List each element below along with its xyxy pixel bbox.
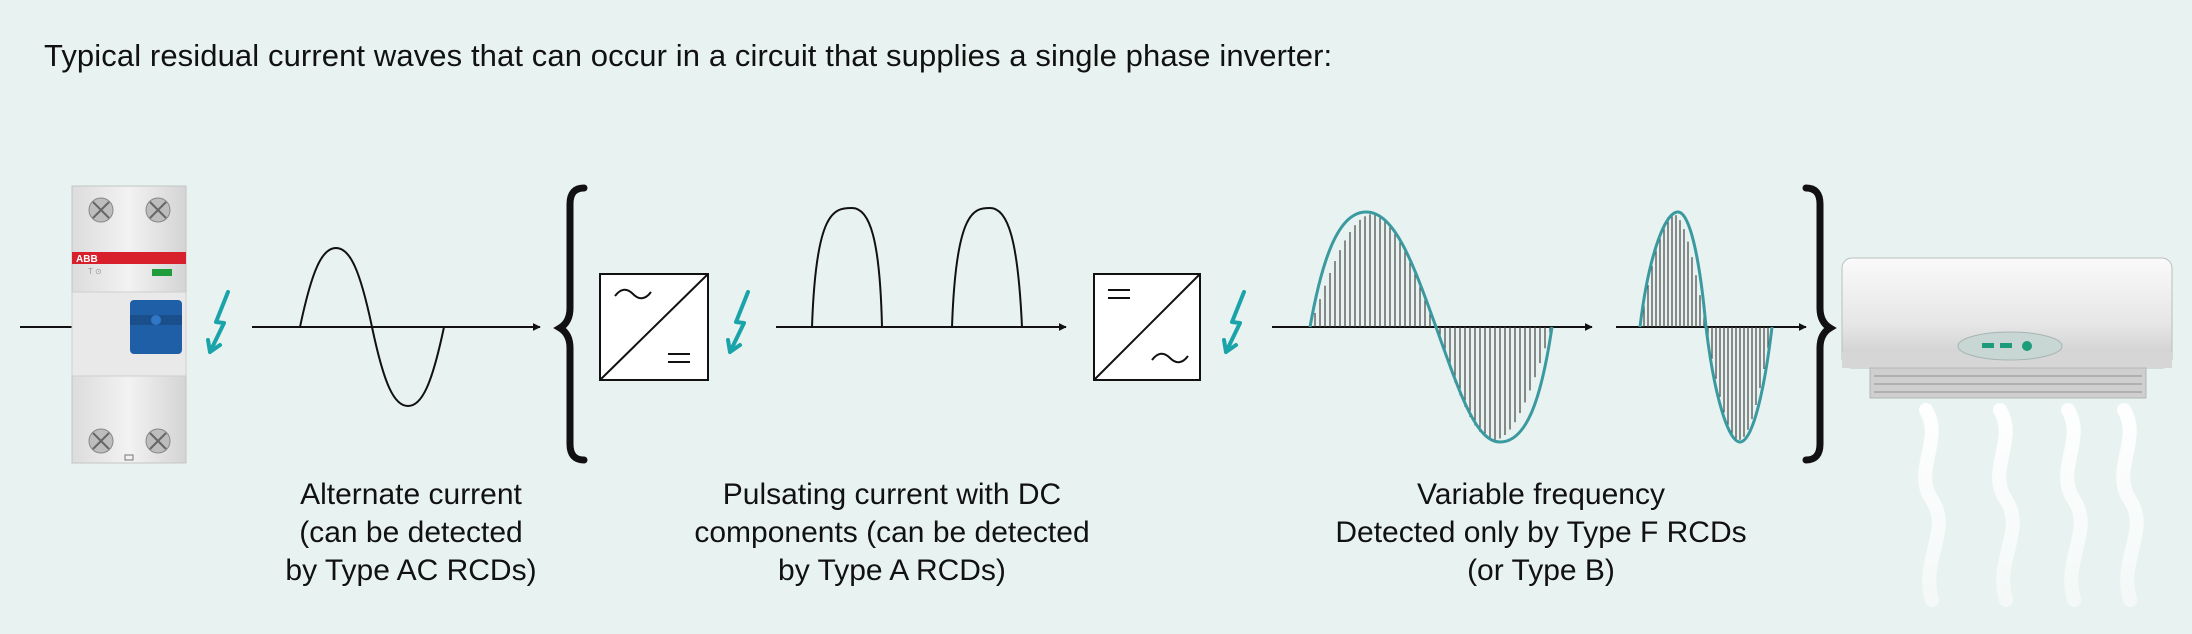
- dc-equals-symbol: [1108, 289, 1130, 299]
- caption-line: Pulsating current with DC: [722, 478, 1062, 511]
- ac-sine-wave: [299, 246, 467, 408]
- caption-pulsating: Pulsating current with DC components (ca…: [694, 476, 1089, 590]
- terminal-screw-icon: [145, 197, 171, 223]
- rectifier-symbol: [599, 273, 709, 381]
- pulsating-wave-diagram: [776, 206, 1067, 331]
- lightning-bolt-icon: [206, 290, 230, 354]
- ac-tilde-symbol: [614, 288, 652, 300]
- high-frequency-wave: [1638, 210, 1774, 444]
- caption-ac: Alternate current (can be detected by Ty…: [285, 476, 536, 590]
- variable-frequency-wave-diagram: [1272, 210, 1807, 444]
- low-frequency-hatching: [1314, 214, 1551, 440]
- low-frequency-wave: [1308, 210, 1554, 444]
- terminal-screw-icon: [88, 197, 114, 223]
- svg-text:T ⊙: T ⊙: [88, 267, 102, 276]
- caption-line: by Type A RCDs): [778, 554, 1006, 587]
- airflow-icon: [1918, 403, 2144, 607]
- caption-line: by Type AC RCDs): [285, 554, 537, 587]
- abb-brand-strip: [72, 252, 186, 264]
- status-indicator: [152, 269, 172, 276]
- lightning-bolt-icon: [726, 290, 750, 354]
- caption-line: Detected only by Type F RCDs: [1335, 516, 1747, 549]
- caption-line: Alternate current: [300, 478, 522, 511]
- dc-equals-symbol: [668, 353, 690, 363]
- terminal-screw-icon: [145, 428, 171, 454]
- left-brace: [553, 184, 588, 464]
- caption-line: components (can be detected: [694, 516, 1090, 549]
- half-wave-pulse: [811, 206, 883, 328]
- rcd-device: ABB T ⊙: [71, 185, 187, 464]
- air-conditioner-icon: [1841, 257, 2173, 607]
- caption-line: Variable frequency: [1417, 478, 1665, 511]
- caption-line: (can be detected: [299, 516, 523, 549]
- ac-wave-diagram: [252, 246, 541, 408]
- diagram-title: Typical residual current waves that can …: [44, 38, 1333, 73]
- ac-tilde-symbol: [1151, 352, 1189, 364]
- inverter-symbol: [1093, 273, 1201, 381]
- lightning-bolt-icon: [1222, 290, 1246, 354]
- right-brace: [1802, 184, 1837, 464]
- terminal-screw-icon: [88, 428, 114, 454]
- caption-variable: Variable frequency Detected only by Type…: [1335, 476, 1746, 590]
- high-frequency-hatching: [1643, 214, 1769, 440]
- breaker-handle: [130, 300, 182, 354]
- half-wave-pulse: [951, 206, 1023, 328]
- abb-logo: ABB: [76, 254, 98, 265]
- caption-line: (or Type B): [1467, 554, 1615, 587]
